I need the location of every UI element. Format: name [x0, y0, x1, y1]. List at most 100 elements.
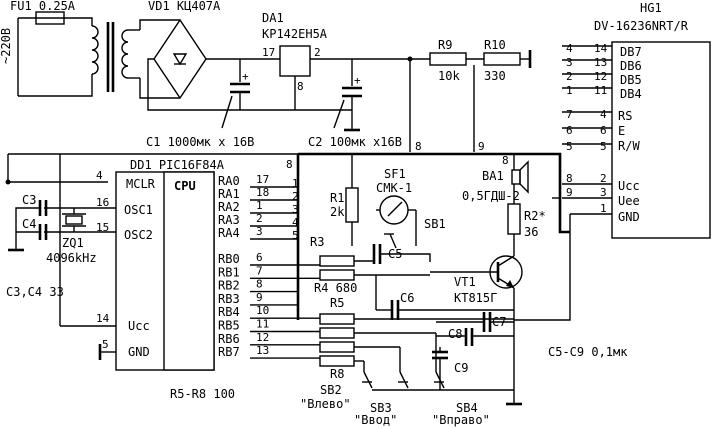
svg-text:5: 5: [566, 140, 573, 153]
pin-num-osc1: 16: [96, 196, 109, 209]
pin-uee: Uee: [618, 194, 640, 208]
r10-value: 330: [484, 69, 506, 83]
c9-label: C9: [454, 361, 468, 375]
spk-pin: 8: [502, 154, 509, 167]
pin-osc1: OSC1: [124, 203, 153, 217]
r3-label: R3: [310, 235, 324, 249]
pin-hg-ucc: Ucc: [618, 179, 640, 193]
pin-num-ra4: 3: [256, 225, 263, 238]
bus-8-label: 8: [415, 140, 422, 153]
pin-num-rb7: 13: [256, 344, 269, 357]
pin-num-rb2: 8: [256, 278, 263, 291]
sb4-label: SB4: [456, 401, 478, 415]
r5r8-note: R5-R8 100: [170, 387, 235, 401]
pin-rb7: RB7: [218, 345, 240, 359]
da1-pin-gnd: 8: [297, 80, 304, 93]
pin-num-ra3: 2: [256, 212, 263, 225]
zq1-value: 4096kHz: [46, 251, 97, 265]
svg-text:4: 4: [600, 108, 607, 121]
pin-num-ra0: 17: [256, 173, 269, 186]
pin-rb2: RB2: [218, 279, 240, 293]
resistors-r5-r8: R5 R8: [319, 296, 355, 381]
svg-text:5: 5: [600, 140, 607, 153]
resistor-r9: R9 10k: [429, 38, 484, 83]
svg-text:3: 3: [566, 56, 573, 69]
sb4-name: "Вправо": [432, 413, 490, 427]
c3c4-label: C3,C4 33: [6, 285, 64, 299]
r1-label: R1: [330, 191, 344, 205]
r2-label: R2*: [524, 209, 546, 223]
regulator-da1: DA1 КР142ЕН5А 17 2 8: [262, 11, 430, 110]
c6-label: C6: [400, 291, 414, 305]
svg-text:13: 13: [594, 56, 607, 69]
sf1-type: СМК-1: [376, 181, 412, 195]
pin-rb1: RB1: [218, 265, 240, 279]
pin-ra1: RA1: [218, 187, 240, 201]
transformer: [80, 17, 180, 99]
pin-ra0: RA0: [218, 174, 240, 188]
cpu-label: CPU: [174, 179, 196, 193]
pin-db5: DB5: [620, 73, 642, 87]
resistor-r2: R2* 36: [507, 203, 546, 256]
capacitor-c2: + C2 100мк х16В: [308, 59, 402, 149]
da1-label: DA1: [262, 11, 284, 25]
svg-text:+: +: [354, 74, 361, 87]
c1-label: C1 1000мк х 16В: [146, 135, 254, 149]
r4-label: R4 680: [314, 281, 357, 295]
pin-e: E: [618, 124, 625, 138]
button-sb1: SB1: [384, 210, 446, 249]
pin-hg-gnd: GND: [618, 210, 640, 224]
vd1-label: VD1 КЦ407А: [148, 0, 221, 13]
pin-rw: R/W: [618, 139, 640, 153]
resistor-r3: R3: [310, 235, 355, 267]
pin-num-ra1: 18: [256, 186, 269, 199]
pin-num-rb6: 12: [256, 331, 269, 344]
pin-num-ra2: 1: [256, 199, 263, 212]
bus-9-label: 9: [478, 140, 485, 153]
pin-mclr: MCLR: [126, 177, 156, 191]
pin-rb6: RB6: [218, 332, 240, 346]
svg-text:11: 11: [594, 84, 607, 97]
bus-line: [298, 152, 570, 234]
pin-rb4: RB4: [218, 305, 240, 319]
pin-ra3: RA3: [218, 213, 240, 227]
svg-text:8: 8: [286, 158, 293, 171]
resistor-r10: R10 330: [483, 38, 532, 83]
pin-num-mclr: 4: [96, 169, 103, 182]
pin-num-ucc: 14: [96, 312, 110, 325]
microcontroller-dd1: DD1 PIC16F84A 8 MCLR OSC1 OSC2 Ucc GND C…: [96, 158, 320, 371]
pin-osc2: OSC2: [124, 228, 153, 242]
da1-type: КР142ЕН5А: [262, 27, 328, 41]
pin-rb3: RB3: [218, 292, 240, 306]
vt1-type: КТ815Г: [454, 291, 497, 305]
pin-num-gnd: 5: [102, 338, 109, 351]
capacitor-c3-c4: C3 C4 C3,C4 33: [6, 193, 64, 299]
da1-pin-in: 17: [262, 46, 275, 59]
pin-num-rb4: 10: [256, 304, 269, 317]
buttons-sb2-sb4: SB2 "Влево" SB3 "Ввод" SB4 "Вправо": [300, 333, 522, 427]
c2-label: C2 100мк х16В: [308, 135, 402, 149]
pin-num-rb0: 6: [256, 251, 263, 264]
pin-ra4: RA4: [218, 226, 240, 240]
c5c9-note: C5-C9 0,1мк: [548, 345, 628, 359]
bus-in-ra1: 2: [292, 190, 299, 203]
svg-text:1: 1: [600, 202, 607, 215]
c7-label: C7: [492, 315, 506, 329]
resistor-r4: R4 680: [314, 269, 357, 295]
display-wiring: 4 3 2 1 14 13 12 11 7 6 5 4 6 5 8 9 2 3 …: [514, 42, 612, 321]
dd1-label: DD1 PIC16F84A: [130, 158, 225, 172]
svg-text:3: 3: [600, 186, 607, 199]
pin-num-rb5: 11: [256, 318, 269, 331]
resistor-r1: R1 2k: [330, 154, 359, 246]
c3-label: C3: [22, 193, 36, 207]
bus-in-ra2: 3: [292, 203, 299, 216]
svg-text:12: 12: [594, 70, 607, 83]
pin-rb0: RB0: [218, 252, 240, 266]
capacitor-c6: C6: [375, 275, 514, 320]
sb1-label: SB1: [424, 217, 446, 231]
